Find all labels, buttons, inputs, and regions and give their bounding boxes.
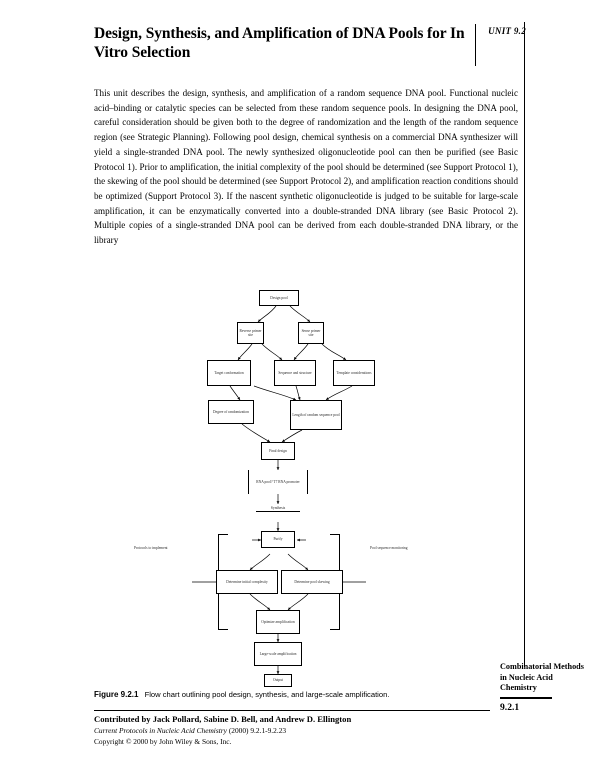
- unit-label: UNIT 9.2: [488, 26, 526, 36]
- page-header: Design, Synthesis, and Amplification of …: [94, 24, 526, 66]
- flow-node-purify: Purify: [261, 531, 295, 548]
- flow-node-label: Large-scale amplification: [259, 651, 297, 656]
- body-column: This unit describes the design, synthesi…: [94, 86, 518, 248]
- flow-node-label: Determine pool skewing: [294, 579, 330, 584]
- flow-node-reverse-primer: Reverse primer site: [237, 322, 264, 344]
- figure-caption-text: Flow chart outlining pool design, synthe…: [144, 690, 390, 699]
- footer-rule: [94, 710, 490, 711]
- flow-node-label: Synthesis: [270, 506, 286, 510]
- right-bracket-label: Pool sequence monitoring: [370, 546, 408, 550]
- flow-node-final-design: Final design: [261, 442, 295, 460]
- journal-title: Current Protocols in Nucleic Acid Chemis…: [94, 726, 227, 735]
- journal-volume: (2000) 9.2.1-9.2.23: [228, 726, 287, 735]
- flow-node-label: Sense primer site: [301, 328, 321, 337]
- copyright-line: Copyright © 2000 by John Wiley & Sons, I…: [94, 737, 232, 746]
- flow-node-length-random-sequence: Length of random sequence pool: [290, 400, 342, 430]
- flow-node-label: Optimize amplification: [261, 619, 295, 624]
- journal-citation: Current Protocols in Nucleic Acid Chemis…: [94, 726, 494, 735]
- flow-node-label: RNA pool? T7 RNA promoter: [256, 479, 300, 484]
- flowchart-figure: Design pool Reverse primer site Sense pr…: [130, 282, 475, 687]
- flow-node-large-scale-amplification: Large-scale amplification: [254, 642, 302, 666]
- flow-node-label: Length of random sequence pool: [292, 412, 340, 417]
- margin-series-block: Combinatorial Methods in Nucleic Acid Ch…: [500, 662, 590, 713]
- intro-paragraph: This unit describes the design, synthesi…: [94, 88, 518, 246]
- flow-node-label: Purify: [273, 537, 283, 542]
- column-rule: [524, 22, 525, 667]
- page-number: 9.2.1: [500, 701, 520, 713]
- flow-node-label: Design pool: [270, 295, 288, 300]
- flow-node-label: Reverse primer site: [239, 328, 262, 337]
- margin-divider: [500, 696, 552, 699]
- flow-node-design-pool: Design pool: [259, 290, 299, 306]
- flow-node-label: Final design: [269, 448, 287, 453]
- flow-node-template-considerations: Template considerations: [333, 360, 375, 386]
- flow-node-sequence-structure: Sequence and structure: [274, 360, 316, 386]
- flow-node-determine-skewing: Determine pool skewing: [281, 570, 343, 594]
- page-title: Design, Synthesis, and Amplification of …: [94, 25, 465, 62]
- flow-node-label: Target conformation: [214, 370, 244, 375]
- flow-node-label: Determine initial complexity: [226, 579, 268, 584]
- flow-node-output: Output: [264, 674, 292, 687]
- series-title: Combinatorial Methods in Nucleic Acid Ch…: [500, 662, 584, 692]
- flow-node-label: Degree of randomization: [213, 409, 249, 414]
- figure-caption-label: Figure 9.2.1: [94, 690, 139, 699]
- flow-node-label: Template considerations: [336, 370, 372, 375]
- flow-node-label: Sequence and structure: [278, 370, 312, 375]
- flow-node-sense-primer: Sense primer site: [298, 322, 324, 344]
- page-footer: Contributed by Jack Pollard, Sabine D. B…: [94, 714, 494, 746]
- flow-node-target-conformation: Target conformation: [207, 360, 251, 386]
- flow-node-degree-randomization: Degree of randomization: [208, 400, 254, 424]
- flow-node-determine-complexity: Determine initial complexity: [216, 570, 278, 594]
- flowchart-connectors: [192, 305, 366, 674]
- left-bracket-label: Protocols to implement: [134, 546, 168, 550]
- flow-node-label: Output: [273, 678, 283, 683]
- figure-caption: Figure 9.2.1 Flow chart outlining pool d…: [94, 690, 494, 699]
- flow-node-optimize-amplification: Optimize amplification: [256, 610, 300, 634]
- contributors-line: Contributed by Jack Pollard, Sabine D. B…: [94, 714, 352, 724]
- flow-node-synthesis: Synthesis: [256, 506, 300, 512]
- unit-divider: UNIT 9.2: [475, 24, 526, 66]
- flow-node-rna-pool: RNA pool? T7 RNA promoter: [248, 470, 308, 494]
